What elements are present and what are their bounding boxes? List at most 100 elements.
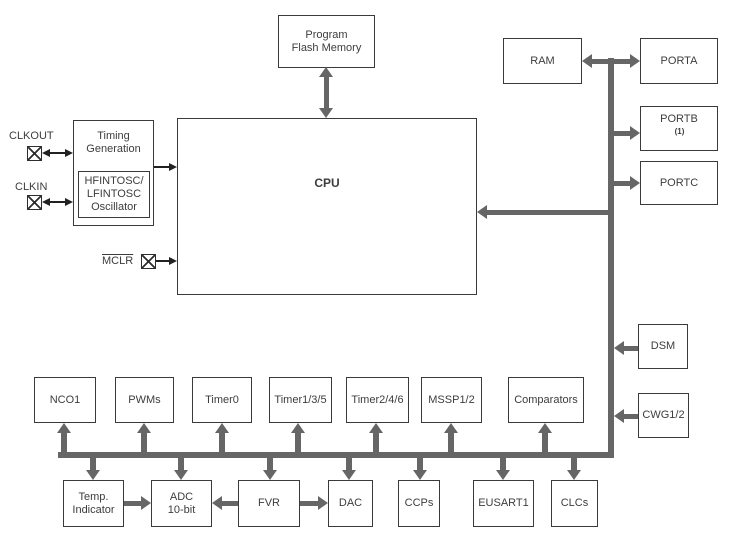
- clkin-pin-label: CLKIN: [15, 181, 48, 193]
- arrow-bus-fvr-shaft: [267, 458, 273, 470]
- timer135-label: Timer1/3/5: [274, 393, 327, 406]
- oscillator-label-line1: HFINTOSC/: [84, 175, 144, 187]
- eusart1-box: EUSART1: [473, 480, 534, 527]
- timer246-label: Timer2/4/6: [351, 393, 404, 406]
- timing-generation-label-line2: Generation: [86, 143, 141, 155]
- arrow-bus-eusart1-head: [496, 470, 510, 480]
- pwms-box: PWMs: [115, 377, 174, 423]
- dsm-box: DSM: [638, 324, 688, 369]
- portc-label: PORTC: [659, 176, 699, 189]
- cwg-box: CWG1/2: [638, 393, 689, 438]
- pwms-label: PWMs: [128, 393, 161, 406]
- arrow-bus-fvr-head: [263, 470, 277, 480]
- arrow-dsm-bus-head: [614, 341, 624, 355]
- program-flash-memory-label-line2: Flash Memory: [291, 41, 362, 54]
- oscillator-label-line3: Oscillator: [91, 201, 137, 213]
- arrow-clkin-line: [49, 201, 66, 203]
- arrow-bus-clcs-head: [567, 470, 581, 480]
- comparators-box: Comparators: [508, 377, 584, 423]
- arrow-clkin-head-left: [42, 198, 50, 206]
- arrow-bus-portc-shaft: [614, 181, 632, 186]
- arrow-bus-portc-head: [630, 176, 640, 190]
- portc-box: PORTC: [640, 161, 718, 205]
- cpu-label: CPU: [314, 176, 340, 190]
- arrow-bus-timer246-head: [369, 423, 383, 433]
- vertical-bus-line: [608, 58, 614, 458]
- clkout-pin-icon: [27, 146, 42, 161]
- comparators-label: Comparators: [514, 393, 578, 406]
- arrow-bus-nco1-shaft: [61, 433, 67, 452]
- mssp-label: MSSP1/2: [428, 393, 475, 406]
- clcs-label: CLCs: [560, 497, 589, 509]
- timer0-label: Timer0: [205, 393, 239, 406]
- arrow-clkout-line: [49, 152, 66, 154]
- arrow-bus-timer0-shaft: [219, 433, 225, 452]
- arrow-bus-mssp-shaft: [448, 433, 454, 452]
- program-flash-memory-box: Program Flash Memory: [278, 15, 375, 68]
- arrow-bus-temp-shaft: [90, 458, 96, 470]
- adc-label-line2: 10-bit: [167, 503, 196, 516]
- portb-label: PORTB(1): [660, 113, 698, 137]
- dsm-label: DSM: [650, 340, 676, 352]
- arrow-fvr-adc-head: [212, 496, 222, 510]
- adc-label-line1: ADC: [169, 490, 194, 503]
- arrow-timing-cpu-head: [169, 163, 177, 171]
- ccps-label: CCPs: [404, 497, 434, 509]
- timer135-box: Timer1/3/5: [269, 377, 332, 423]
- arrow-bus-comparators-head: [538, 423, 552, 433]
- clkout-pin-label: CLKOUT: [9, 130, 54, 142]
- arrow-bus-portb-shaft: [614, 131, 632, 136]
- arrow-bus-adc-shaft: [178, 458, 184, 470]
- nco1-box: NCO1: [34, 377, 96, 423]
- nco1-label: NCO1: [49, 393, 81, 406]
- porta-box: PORTA: [640, 38, 718, 84]
- mssp-box: MSSP1/2: [421, 377, 482, 423]
- arrow-flash-cpu-head-down: [319, 108, 333, 118]
- adc-box: ADC 10-bit: [151, 480, 212, 527]
- mclr-pin-icon: [141, 254, 156, 269]
- arrow-mclr-cpu-head: [169, 257, 177, 265]
- arrow-bus-ccps-head: [413, 470, 427, 480]
- temp-indicator-label-line1: Temp.: [78, 490, 109, 503]
- arrow-ram-porta-shaft: [590, 59, 632, 64]
- mclr-pin-label: MCLR: [102, 255, 134, 267]
- ram-label: RAM: [530, 54, 555, 67]
- arrow-bus-nco1-head: [57, 423, 71, 433]
- portb-box: PORTB(1): [640, 106, 718, 151]
- cwg-label: CWG1/2: [642, 409, 685, 421]
- fvr-box: FVR: [238, 480, 300, 527]
- temp-indicator-box: Temp. Indicator: [63, 480, 124, 527]
- temp-indicator-label-line2: Indicator: [72, 503, 115, 516]
- arrow-fvr-dac-shaft: [300, 501, 318, 506]
- arrow-bus-dac-head: [342, 470, 356, 480]
- arrow-bus-portb-head: [630, 126, 640, 140]
- arrow-bus-temp-head: [86, 470, 100, 480]
- arrow-fvr-dac-head: [318, 496, 328, 510]
- arrow-bus-comparators-shaft: [542, 433, 548, 452]
- dac-label: DAC: [338, 497, 363, 509]
- arrow-bus-eusart1-shaft: [500, 458, 506, 470]
- arrow-bus-cpu-head: [477, 205, 487, 219]
- arrow-cwg-bus-shaft: [622, 414, 638, 419]
- ram-box: RAM: [503, 38, 582, 84]
- arrow-cwg-bus-head: [614, 409, 624, 423]
- arrow-fvr-adc-shaft: [222, 501, 238, 506]
- fvr-label: FVR: [258, 497, 280, 509]
- arrow-clkout-head-left: [42, 149, 50, 157]
- arrow-timing-cpu-line: [154, 166, 170, 168]
- program-flash-memory-label-line1: Program: [305, 28, 348, 41]
- arrow-temp-adc-shaft: [124, 501, 141, 506]
- arrow-bus-timer0-head: [215, 423, 229, 433]
- clkin-pin-icon: [27, 195, 42, 210]
- arrow-clkin-head-right: [65, 198, 73, 206]
- arrow-bus-timer246-shaft: [373, 433, 379, 452]
- arrow-flash-cpu-head-up: [319, 67, 333, 77]
- dac-box: DAC: [328, 480, 373, 527]
- eusart1-label: EUSART1: [478, 497, 529, 509]
- cpu-box: CPU: [177, 118, 477, 295]
- ccps-box: CCPs: [398, 480, 440, 527]
- arrow-bus-adc-head: [174, 470, 188, 480]
- arrow-mclr-cpu-line: [156, 260, 170, 262]
- portb-footnote: (1): [674, 127, 685, 137]
